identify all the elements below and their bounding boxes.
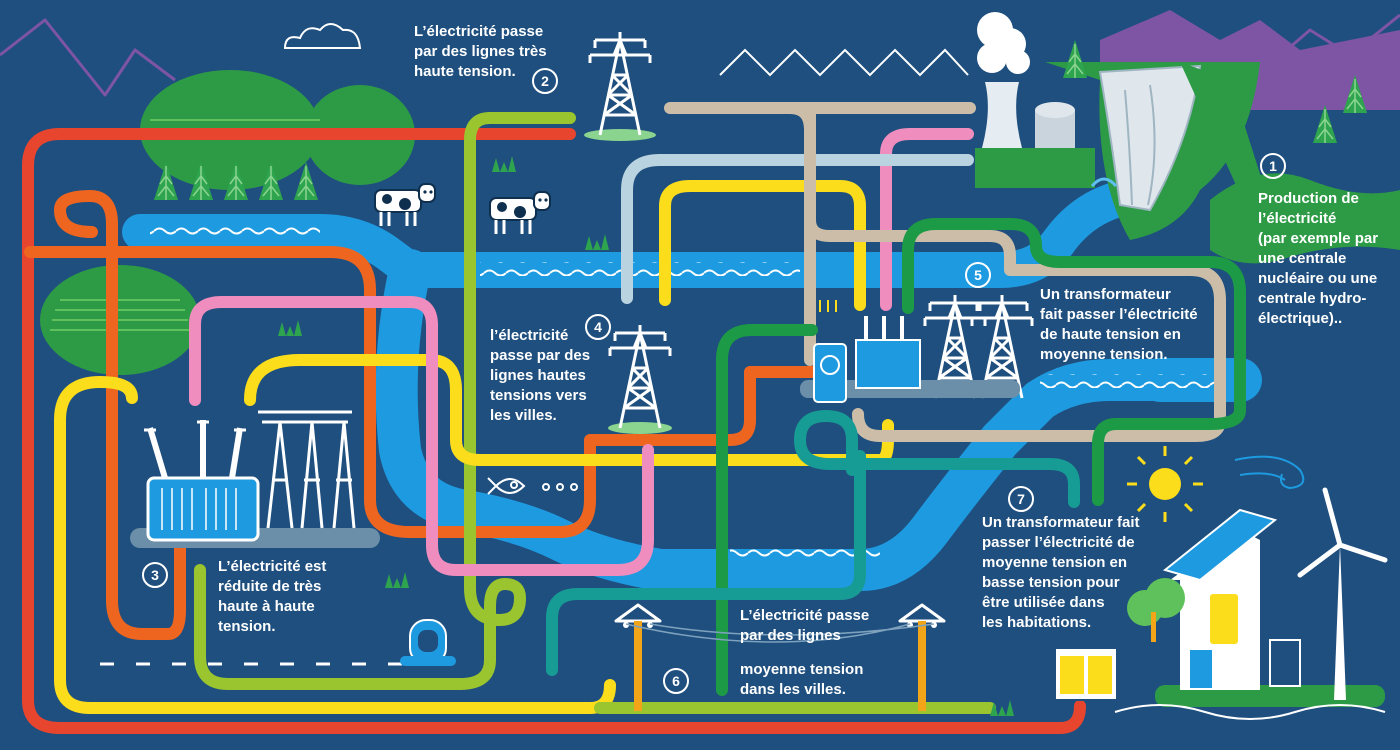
caption-line: (par exemple par	[1258, 230, 1379, 247]
step-2-caption: L’électricité passe par des lignes très …	[414, 22, 547, 82]
substation-transformer-icon	[813, 300, 921, 403]
step3-pylons-icon	[258, 410, 356, 529]
house-icon	[1155, 508, 1385, 707]
caption-line: électrique)..	[1258, 310, 1343, 327]
line-green-right	[902, 218, 1246, 506]
caption-line: centrale hydro-	[1258, 290, 1367, 307]
line-pink	[189, 296, 654, 576]
step-7-badge: 7	[1008, 486, 1034, 512]
wave-bottom	[1114, 704, 1386, 720]
caption-line: fait passer l’électricité	[1040, 306, 1198, 323]
caption-line: l’électricité	[1258, 210, 1337, 227]
caption-line: L’électricité passe	[740, 607, 870, 624]
line-lightblue	[621, 154, 974, 304]
step-4-caption: l’électricité passe par des lignes haute…	[490, 326, 590, 426]
caption-line: moyenne tension.	[1040, 346, 1168, 363]
caption-line: tension.	[218, 618, 276, 635]
caption-line: moyenne tension	[740, 661, 864, 678]
caption-line: tensions vers	[490, 387, 587, 404]
line-pink-top	[880, 128, 974, 311]
caption-line: Un transformateur fait	[982, 514, 1140, 531]
step-6-caption-bottom: moyenne tension dans les villes.	[740, 660, 863, 700]
caption-line: par des lignes	[740, 627, 841, 644]
caption-line: L’électricité est	[218, 558, 327, 575]
step-7-caption: Un transformateur fait passer l’électric…	[982, 513, 1140, 633]
caption-line: lignes hautes	[490, 367, 586, 384]
step-6-badge: 6	[663, 668, 689, 694]
line-orange-loop	[54, 190, 186, 640]
car-icon	[400, 619, 456, 666]
caption-line: être utilisée dans	[982, 594, 1105, 611]
step-1-caption: Production de l’électricité (par exemple…	[1258, 189, 1378, 329]
caption-line: les habitations.	[982, 614, 1092, 631]
line-yellow-top	[659, 180, 866, 311]
medium-voltage-poles	[614, 603, 946, 713]
caption-line: passer l’électricité de	[982, 534, 1135, 551]
water-waves	[150, 224, 1220, 562]
caption-line: les villes.	[490, 407, 557, 424]
zigzag-mountains	[719, 48, 969, 77]
nuclear-plant-icon	[975, 12, 1095, 188]
line-orange	[24, 246, 818, 538]
wind-turbine-icon	[1297, 487, 1388, 700]
sun-icon	[1127, 446, 1203, 522]
caption-line: dans les villes.	[740, 681, 846, 698]
step-1-badge: 1	[1260, 153, 1286, 179]
step-5-caption: Un transformateur fait passer l’électric…	[1040, 285, 1198, 365]
wind-icon	[1234, 455, 1305, 490]
step-3-caption: L’électricité est réduite de très haute …	[218, 557, 326, 637]
caption-line: une centrale	[1258, 250, 1347, 267]
step3-transformer-icon	[130, 420, 380, 548]
electric-lines	[22, 102, 1246, 734]
caption-line: de haute tension en	[1040, 326, 1181, 343]
caption-line: haute tension.	[414, 63, 516, 80]
step-6-caption-top: L’électricité passe par des lignes	[740, 606, 869, 646]
line-lime	[194, 112, 576, 690]
line-beige	[664, 102, 1226, 442]
step-2-badge: 2	[532, 68, 558, 94]
caption-line: basse tension pour	[982, 574, 1120, 591]
step-5-badge: 5	[965, 262, 991, 288]
high-voltage-pylon-icon	[608, 323, 672, 434]
hill-right	[1210, 173, 1400, 264]
caption-line: passe par des	[490, 347, 591, 364]
caption-line: Un transformateur	[1040, 286, 1171, 303]
line-red	[22, 128, 1086, 734]
dam-icon	[1045, 62, 1262, 240]
caption-line: réduite de très	[218, 578, 322, 595]
line-green	[716, 324, 818, 696]
caption-line: L’électricité passe	[414, 23, 544, 40]
caption-line: l’électricité	[490, 327, 569, 344]
line-teal	[794, 410, 1080, 508]
cow-icon	[373, 182, 437, 228]
caption-line: moyenne tension en	[982, 554, 1128, 571]
caption-line: Production de	[1258, 190, 1359, 207]
line-teal-low	[546, 450, 866, 676]
very-high-voltage-pylon-icon	[584, 30, 656, 141]
caption-line: par des lignes très	[414, 43, 547, 60]
fish-icon	[487, 477, 578, 495]
bush-icon	[1127, 578, 1185, 642]
caption-line: nucléaire ou une	[1258, 270, 1378, 287]
step-3-badge: 3	[142, 562, 168, 588]
cow-icon-2	[488, 190, 552, 236]
caption-line: haute à haute	[218, 598, 315, 615]
cloud-icon	[283, 23, 362, 49]
street-transformer-icon	[1054, 647, 1118, 701]
step-4-badge: 4	[585, 314, 611, 340]
